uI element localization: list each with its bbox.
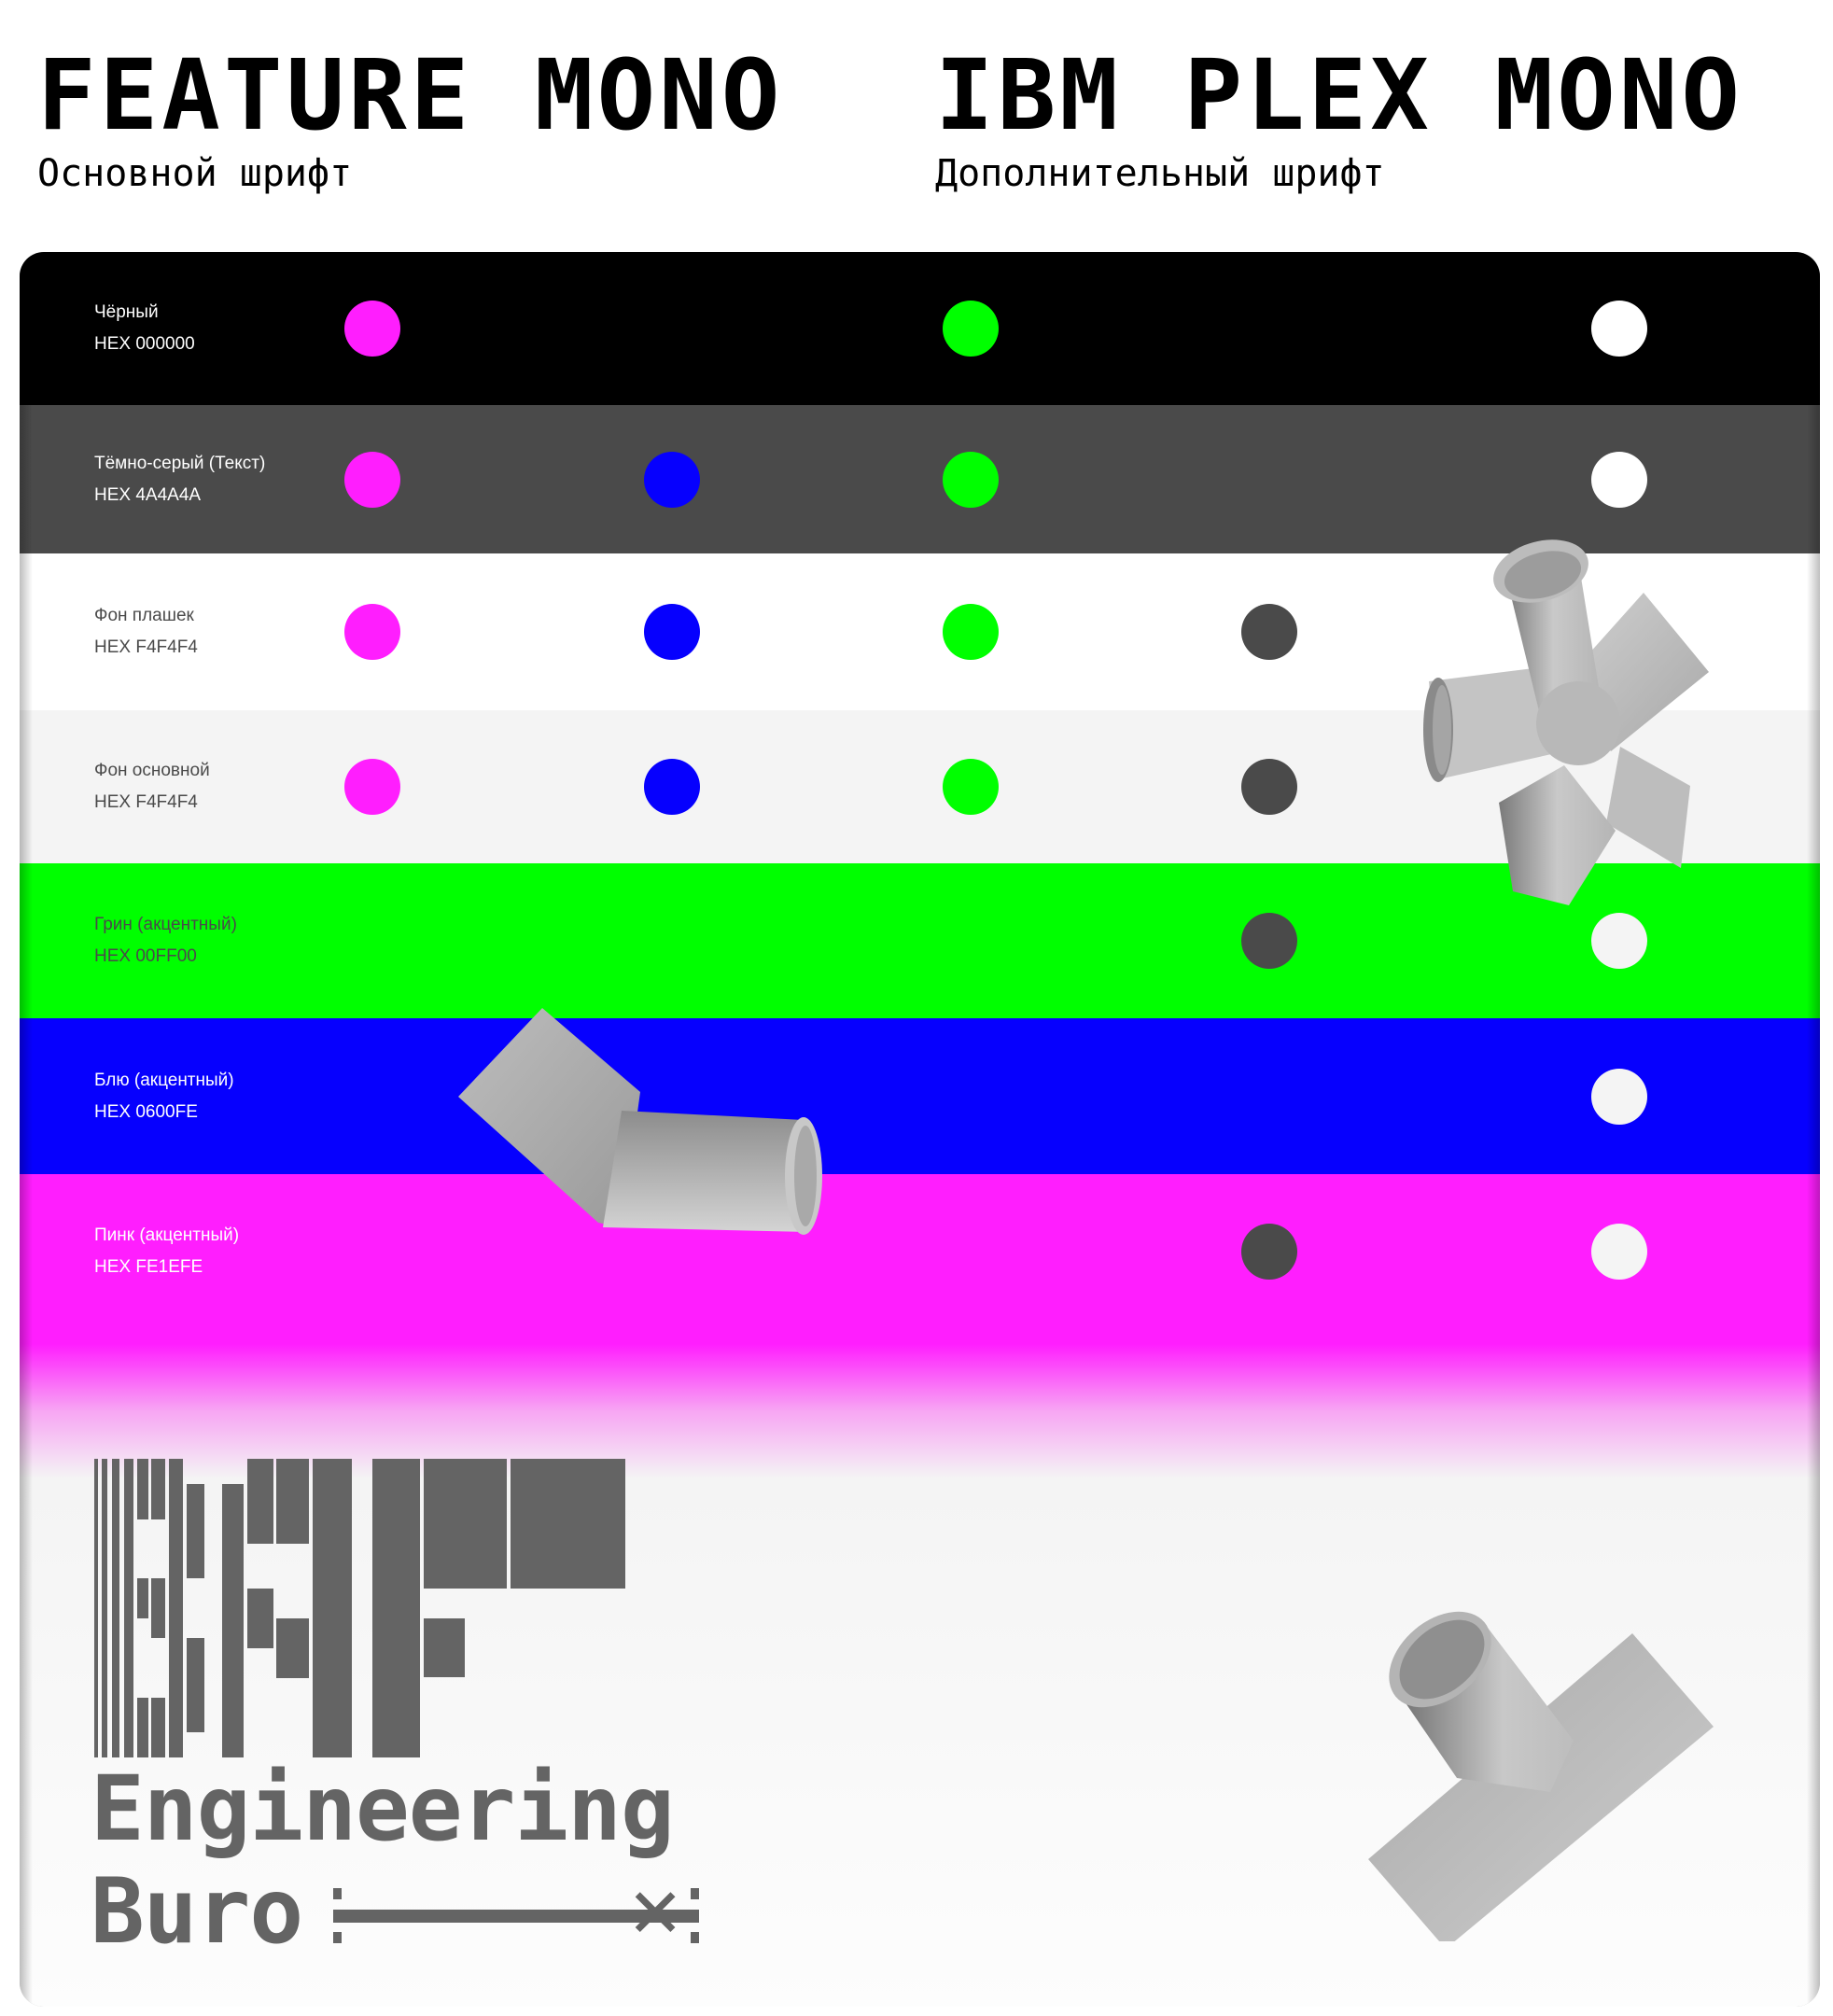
color-combination-dot xyxy=(344,451,400,508)
logo-connector-line xyxy=(333,1910,699,1923)
secondary-font-name: IBM PLEX MONO xyxy=(935,38,1743,152)
primary-font-name: FEATURE MONO xyxy=(37,38,784,152)
logo-x-mark: ✕ xyxy=(630,1859,681,1957)
color-hex-value: HEX 000000 xyxy=(94,334,195,354)
palette-row: Тёмно-серый (Текст) HEX 4A4A4A xyxy=(20,405,1820,553)
color-name: Грин (акцентный) xyxy=(94,915,237,934)
logo-colon-left-top xyxy=(333,1888,342,1899)
palette-row-label: Блю (акцентный) HEX 0600FE xyxy=(94,1065,234,1128)
palette-row: Пинк (акцентный) HEX FE1EFE xyxy=(20,1174,1820,1329)
color-combination-dot xyxy=(1241,913,1297,969)
logo-colon-left-bottom xyxy=(333,1932,342,1943)
palette-row-label: Пинк (акцентный) HEX FE1EFE xyxy=(94,1220,239,1283)
color-combination-dot xyxy=(1241,604,1297,660)
pipe-cross-fitting-illustration xyxy=(1423,539,1709,905)
color-combination-dot xyxy=(943,604,999,660)
color-combination-dot xyxy=(344,759,400,815)
color-hex-value: HEX 4A4A4A xyxy=(94,484,202,505)
palette-row: Блю (акцентный) HEX 0600FE xyxy=(20,1018,1820,1174)
logo-colon-right-bottom xyxy=(691,1932,699,1943)
logo-colon-right-top xyxy=(691,1888,699,1899)
color-combination-dot xyxy=(1591,1068,1647,1125)
color-combination-dot xyxy=(943,759,999,815)
color-combination-dot xyxy=(1241,759,1297,815)
color-name: Фон основной xyxy=(94,761,210,780)
color-combination-dot xyxy=(943,301,999,357)
color-combination-dot xyxy=(1591,301,1647,357)
color-combination-dot xyxy=(1591,1224,1647,1280)
color-name: Тёмно-серый (Текст) xyxy=(94,453,266,473)
secondary-font-caption: Дополнительный шрифт xyxy=(935,152,1385,195)
color-combination-dot xyxy=(1591,913,1647,969)
color-hex-value: HEX F4F4F4 xyxy=(94,637,198,657)
color-combination-dot xyxy=(1241,1224,1297,1280)
color-combination-dot xyxy=(1591,451,1647,508)
pipe-elbow-fitting-illustration xyxy=(458,1008,822,1235)
color-hex-value: HEX F4F4F4 xyxy=(94,792,198,812)
color-combination-dot xyxy=(344,604,400,660)
color-name: Пинк (акцентный) xyxy=(94,1225,240,1245)
color-name: Фон плашек xyxy=(94,606,194,625)
color-name: Блю (акцентный) xyxy=(94,1070,234,1090)
brf-logo-mark xyxy=(94,1459,701,1757)
color-combination-dot xyxy=(943,451,999,508)
color-name: Чёрный xyxy=(94,302,159,322)
palette-row-label: Грин (акцентный) HEX 00FF00 xyxy=(94,909,237,973)
color-combination-dot xyxy=(344,301,400,357)
primary-font-caption: Основной шрифт xyxy=(37,152,353,195)
color-combination-dot xyxy=(644,759,700,815)
palette-row-label: Тёмно-серый (Текст) HEX 4A4A4A xyxy=(94,448,265,511)
color-hex-value: HEX FE1EFE xyxy=(94,1257,203,1277)
color-hex-value: HEX 00FF00 xyxy=(94,946,197,966)
color-combination-dot xyxy=(644,451,700,508)
color-combination-dot xyxy=(644,604,700,660)
pipe-tee-fitting-illustration xyxy=(1368,1611,1714,1941)
pink-fade-gradient xyxy=(20,1329,1820,1478)
logo-text-engineering: Engineering xyxy=(91,1757,675,1861)
color-hex-value: HEX 0600FE xyxy=(94,1101,198,1122)
logo-text-buro: Buro xyxy=(91,1859,303,1964)
